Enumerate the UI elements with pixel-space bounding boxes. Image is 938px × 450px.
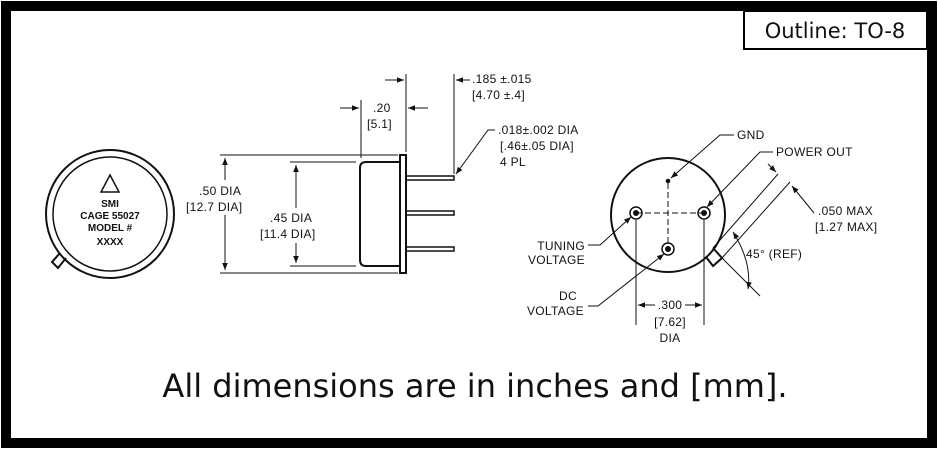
pin-circle-dim-mm: [7.62]	[654, 315, 686, 329]
body-dia-dim-mm: [11.4 DIA]	[260, 227, 315, 241]
flange-width-dim: .20	[373, 101, 391, 115]
outline-label-box: Outline: TO-8	[743, 10, 928, 50]
flange-dia-dim-mm: [12.7 DIA]	[186, 200, 242, 214]
dc-label-2: VOLTAGE	[527, 304, 584, 318]
triangle-mark-icon	[99, 173, 121, 193]
dimensions-note: All dimensions are in inches and [mm].	[162, 367, 787, 405]
top-view: SMI CAGE 55027 MODEL # XXXX	[45, 149, 175, 279]
stamp-brand: SMI	[101, 199, 119, 210]
stamp-model-code: XXXX	[97, 237, 124, 248]
pin-length-dim: .185 ±.015	[472, 72, 532, 86]
tab-max-dim: .050 MAX	[818, 204, 873, 218]
stamp-cage: CAGE 55027	[80, 211, 140, 222]
pin-dia-dim: .018±.002 DIA	[498, 123, 579, 137]
body-dia-dim: .45 DIA	[270, 211, 312, 225]
side-view	[220, 74, 495, 274]
flange-width-dim-mm: [5.1]	[367, 117, 392, 131]
pin-circle-dim: .300	[658, 298, 683, 312]
outline-label: Outline: TO-8	[765, 19, 906, 43]
tuning-label-2: VOLTAGE	[528, 253, 585, 267]
pin-dia-dim-mm: [.46±.05 DIA]	[500, 139, 574, 153]
power-out-label: POWER OUT	[776, 145, 853, 159]
pin-count: 4 PL	[500, 155, 526, 169]
flange-dia-dim: .50 DIA	[199, 184, 241, 198]
tuning-label: TUNING	[537, 239, 585, 253]
pin-circle-unit: DIA	[660, 331, 681, 345]
pin-length-dim-mm: [4.70 ±.4]	[472, 88, 525, 102]
dc-label: DC	[559, 289, 577, 303]
tab-max-dim-mm: [1.27 MAX]	[815, 220, 877, 234]
angle-dim: 45° (REF)	[746, 247, 802, 261]
gnd-label: GND	[737, 128, 765, 142]
stamp-model: MODEL #	[88, 223, 133, 234]
bottom-view	[588, 134, 815, 325]
